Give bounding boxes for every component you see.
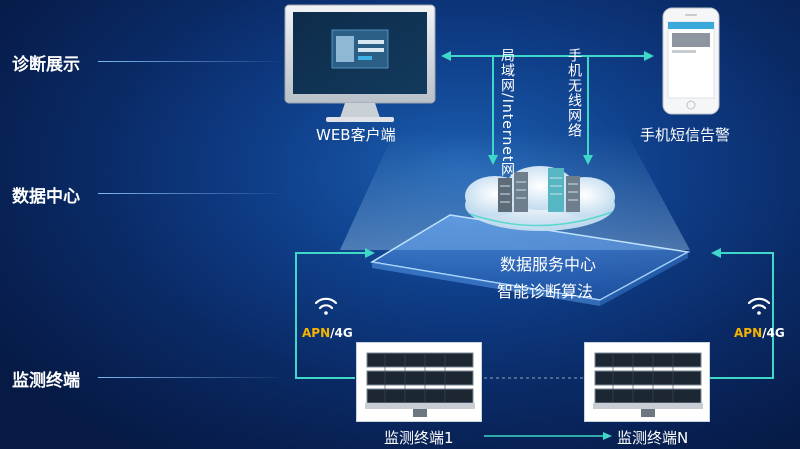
apn-prefix: APN [734,326,762,340]
lan-internet-label: 局域网/Internet网 [500,48,514,177]
web-client-label: WEB客户端 [316,124,396,145]
algorithm-label: 智能诊断算法 [445,278,645,302]
terminal-device-n [584,342,710,422]
sms-alarm-phone [663,8,719,114]
apn-suffix: /4G [330,326,353,340]
apn-suffix: /4G [762,326,785,340]
terminal-n-label: 监测终端N [617,427,688,448]
terminal-1-label: 监测终端1 [384,427,454,448]
sms-alarm-label: 手机短信告警 [640,124,730,145]
mobile-network-label: 手机无线网络 [567,48,581,138]
web-client-monitor [285,5,435,122]
apn-label-right: APN/4G [734,326,785,340]
wifi-icon [316,299,336,315]
apn-prefix: APN [302,326,330,340]
solar-panel-icon [593,349,703,417]
terminal-device-1 [356,342,482,422]
apn-label-left: APN/4G [302,326,353,340]
wifi-icon [749,299,769,315]
solar-panel-icon [365,349,475,417]
server-center-label: 数据服务中心 [448,251,648,275]
